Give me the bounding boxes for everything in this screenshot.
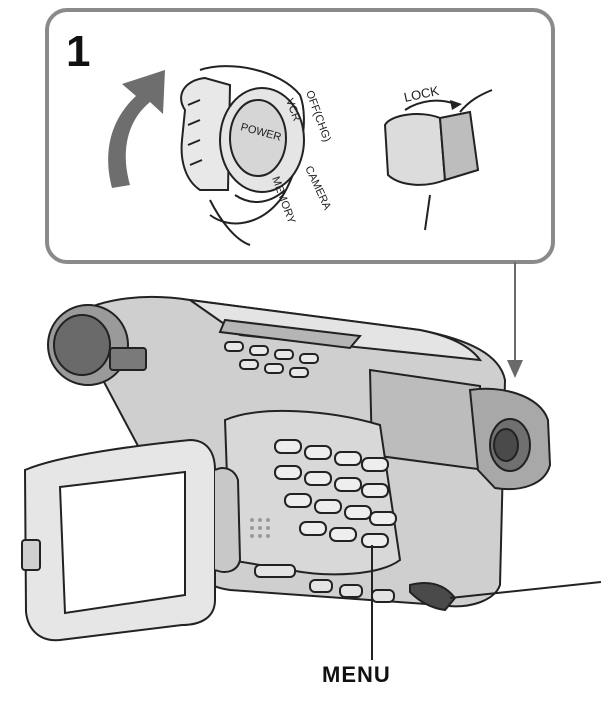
zoom-lever [109,347,147,371]
connector-arrowhead [507,360,523,378]
lock-switch [383,89,493,231]
lcd-latch [21,539,41,571]
camcorder-body [47,295,552,612]
viewfinder-body [368,368,487,472]
menu-button [361,533,389,548]
menu-label: MENU [322,662,391,687]
lock-arrow-icon [450,100,462,110]
dial-callout-line [449,581,601,599]
speaker-grille [250,518,270,538]
step-number: 1 [66,27,91,76]
lcd-screen [58,470,186,615]
rotation-arrow-icon [108,70,165,188]
power-dial-hand [180,65,305,246]
lock-label: LOCK [403,83,441,105]
lcd-panel [21,438,242,642]
dial-wheel [409,582,457,612]
